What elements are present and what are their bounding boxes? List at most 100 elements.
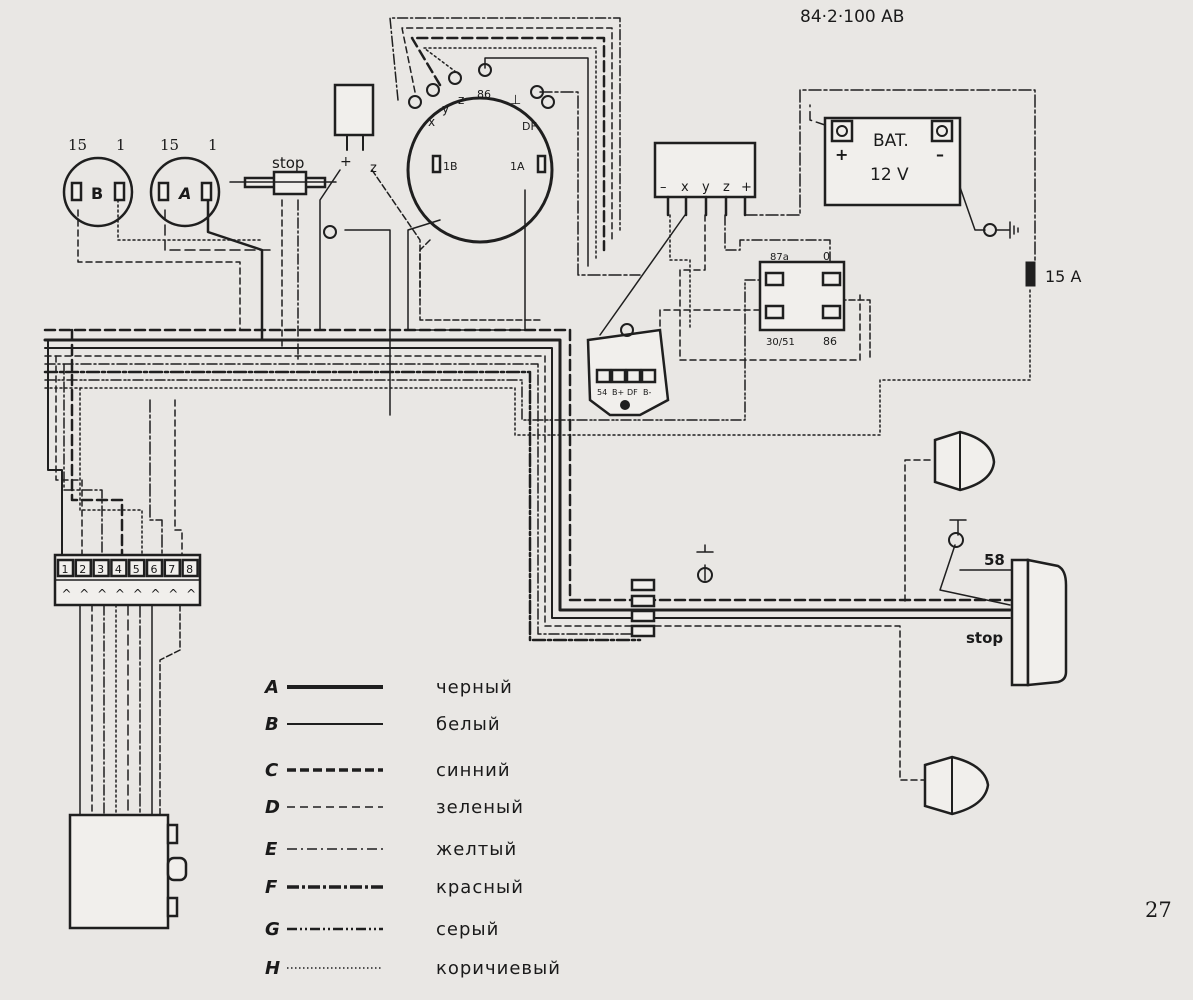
fuse-rating: 15 A xyxy=(1045,267,1081,286)
battery-plus: + xyxy=(835,145,848,164)
rear-indicator-upper xyxy=(933,430,996,492)
connector-pin-label: 8 xyxy=(186,563,193,576)
flasher-z: z xyxy=(370,161,377,176)
connector-pin-caret: ^ xyxy=(151,587,161,601)
battery-label: BAT. xyxy=(873,131,909,151)
ground-lamp-socket xyxy=(697,567,713,583)
switch-pin-54: 54 xyxy=(597,388,607,397)
voltage-regulator: – x y z + xyxy=(653,141,757,217)
gauge-b-pin-15: 15 xyxy=(68,136,87,154)
generator-terminal-86: 86 xyxy=(477,88,491,101)
connector-pin-caret: ^ xyxy=(97,587,107,601)
gauge-b-letter: B xyxy=(91,184,103,203)
legend-name: желтый xyxy=(436,839,517,860)
relay-pin-86: 86 xyxy=(823,335,837,348)
tail-lamp-pin-58: 58 xyxy=(984,551,1005,569)
generator-terminal-labels: x y z 86 ⊥ DF xyxy=(428,88,537,133)
ground-point xyxy=(983,223,997,237)
connector-pin-caret: ^ xyxy=(186,587,196,601)
generator-terminal-x: x xyxy=(428,115,435,129)
generator-terminal-z: z xyxy=(458,93,464,107)
regulator-terminal-labels: – x y z + xyxy=(660,180,752,195)
legend-letter: E xyxy=(265,839,278,860)
generator-terminal-df: DF xyxy=(522,120,537,133)
legend-letter: A xyxy=(263,677,279,698)
regulator-terminal-y: y xyxy=(702,180,710,195)
legend-name: зеленый xyxy=(436,797,524,818)
legend-name: красный xyxy=(436,877,524,898)
legend-name: черный xyxy=(436,677,513,698)
stop-switch-label: stop xyxy=(272,154,304,172)
generator-pin-1a: 1A xyxy=(510,160,525,173)
connector-pin-caret: ^ xyxy=(115,587,125,601)
connector-pin-label: 6 xyxy=(151,563,158,576)
switch-pin-df: DF xyxy=(627,388,638,397)
ignition-switch-box xyxy=(68,813,188,930)
connector-pin-label: 1 xyxy=(62,563,69,576)
generator-pin-1b: 1B xyxy=(443,160,458,173)
legend-name: серый xyxy=(436,919,499,940)
legend-letter: C xyxy=(265,760,279,781)
fuse: 15 A xyxy=(1025,261,1081,287)
connector-pin-caret: ^ xyxy=(168,587,178,601)
switch-block: 54 B+ DF B- xyxy=(586,323,670,417)
page-number: 27 xyxy=(1145,898,1172,922)
gauge-a-pin-15: 15 xyxy=(160,136,179,154)
gauge-b: 15 1 B xyxy=(62,136,134,228)
regulator-terminal-z: z xyxy=(723,180,730,195)
switch-pin-b-minus: B- xyxy=(643,388,651,397)
gauge-a-pin-1: 1 xyxy=(208,136,218,154)
connector-pin-label: 4 xyxy=(115,563,122,576)
legend-name: коричиевый xyxy=(436,958,561,979)
gauge-a-letter: A xyxy=(177,184,191,203)
flasher-plus: + xyxy=(340,154,352,170)
connector-pin-caret: ^ xyxy=(133,587,143,601)
connector-pin-label: 3 xyxy=(97,563,104,576)
flasher-unit: + z xyxy=(333,83,377,176)
generator-terminal-y: y xyxy=(442,102,449,116)
regulator-terminal-plus: + xyxy=(741,180,752,195)
switch-pin-b-plus: B+ xyxy=(612,388,624,397)
generator-body xyxy=(406,96,554,244)
regulator-terminal-x: x xyxy=(681,180,689,195)
connector-pin-caret: ^ xyxy=(62,587,72,601)
relay-pin-30-51: 30/51 xyxy=(766,337,795,348)
regulator-terminal-minus: – xyxy=(660,180,667,195)
gauge-b-body xyxy=(62,156,134,228)
legend-letter: B xyxy=(265,714,279,735)
connector-pin-label: 7 xyxy=(168,563,175,576)
rear-indicator-lower xyxy=(923,755,990,816)
tail-lamp-stop: stop xyxy=(966,629,1003,647)
gauge-b-pin-1: 1 xyxy=(116,136,126,154)
stop-lamp-connector xyxy=(323,225,337,239)
legend-letter: G xyxy=(265,919,280,940)
legend-letter: H xyxy=(265,958,280,979)
battery: BAT. 12 V + – xyxy=(823,116,1019,239)
battery-voltage: 12 V xyxy=(870,165,909,185)
generator: x y z 86 ⊥ DF 1B 1A xyxy=(406,63,555,244)
connector-pin-caret: ^ xyxy=(79,587,89,601)
connector-8-pin: 1 ^ 2 ^ 3 ^ 4 ^ 5 ^ 6 ^ 7 ^ 8 ^ xyxy=(53,553,202,607)
connector-pin-label: 5 xyxy=(133,563,140,576)
relay-pin-87a: 87a xyxy=(770,252,789,263)
tail-stop-lamp: 58 stop xyxy=(966,551,1068,687)
wiring-harness xyxy=(43,17,1036,816)
gauge-a: 15 1 A xyxy=(149,136,221,228)
gauge-a-body xyxy=(149,156,221,228)
inline-connectors xyxy=(630,532,964,638)
connector-pin-label: 2 xyxy=(79,563,86,576)
battery-minus: – xyxy=(936,145,944,164)
legend-letter: F xyxy=(265,877,278,898)
generator-terminal-ground: ⊥ xyxy=(510,93,521,108)
relay-pin-0: 0 xyxy=(823,250,830,263)
